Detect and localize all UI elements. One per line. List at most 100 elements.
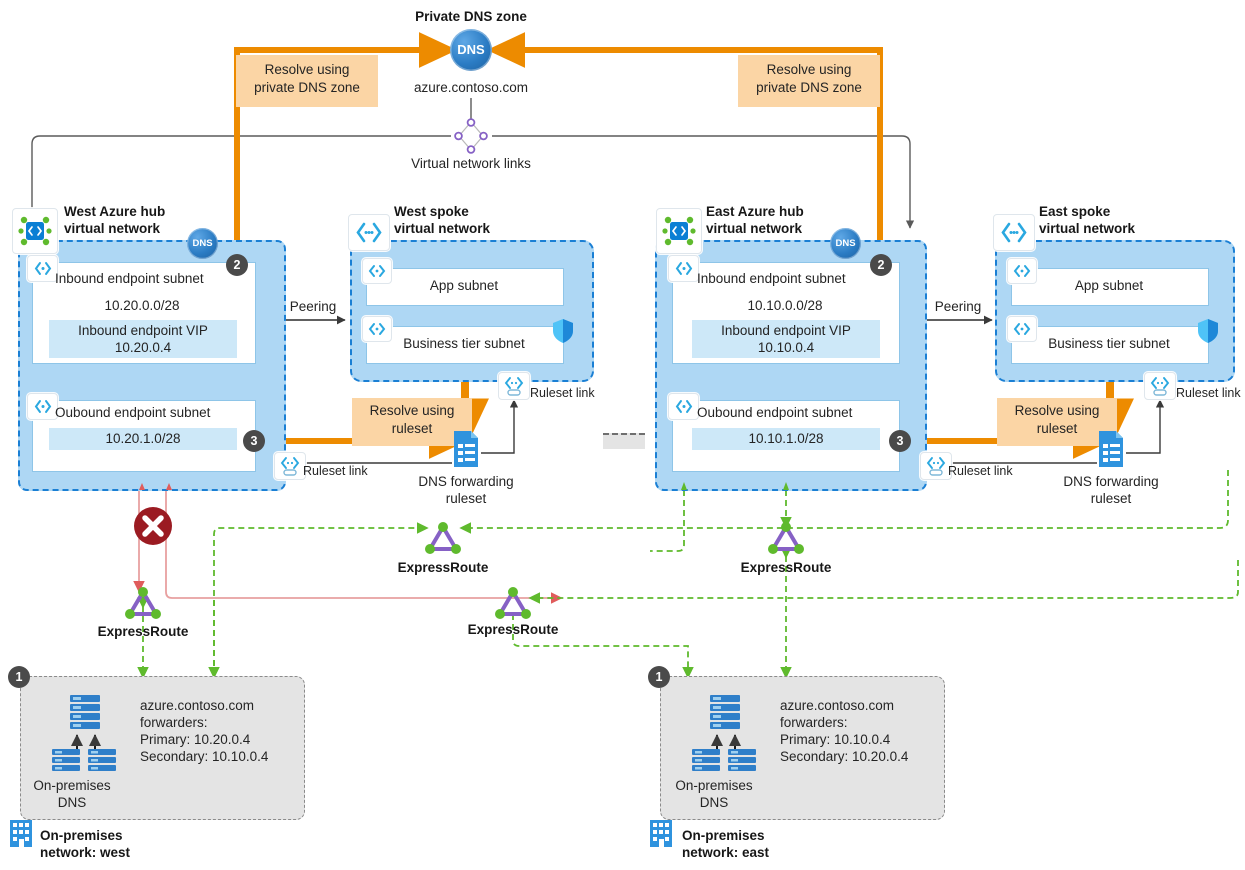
- east-outbound-cidr-box: 10.10.1.0/28: [692, 428, 880, 450]
- east-ruleset-line2: ruleset: [1090, 491, 1132, 506]
- west-inbound-vip-address: 10.20.0.4: [114, 340, 172, 355]
- onprem-east-net-line2: network: east: [682, 845, 770, 860]
- onprem-west-net-line1: On-premises: [40, 828, 123, 843]
- east-hub-vnet-icon: [656, 208, 702, 254]
- east-hub-title-line2: virtual network: [706, 221, 803, 236]
- east-hub-title-line1: East Azure hub: [706, 204, 804, 219]
- east-inbound-vip-address: 10.10.0.4: [757, 340, 815, 355]
- ruleset-banner-west-line1: Resolve using: [369, 403, 455, 418]
- east-spoke-ruleset-link-label: Ruleset link: [1176, 386, 1241, 400]
- resolve-private-zone-banner-west: Resolve using private DNS zone: [236, 55, 378, 107]
- west-outbound-cidr-box: 10.20.1.0/28: [49, 428, 237, 450]
- east-outbound-subnet-label: Oubound endpoint subnet: [697, 405, 853, 420]
- connection-blocked-icon: [134, 507, 172, 545]
- west-hub-step-badge-3: 3: [243, 430, 265, 452]
- virtual-network-links-icon: [454, 118, 488, 154]
- east-hub-step-badge-2: 2: [870, 254, 892, 276]
- west-app-subnet-label: App subnet: [429, 278, 499, 293]
- west-inbound-vip-label: Inbound endpoint VIP: [78, 323, 208, 338]
- ruleset-banner-west-line2: ruleset: [391, 421, 433, 436]
- west-outbound-subnet-label: Oubound endpoint subnet: [55, 405, 211, 420]
- expressroute-icon-east-upper: [768, 522, 804, 554]
- east-business-subnet-label: Business tier subnet: [1048, 336, 1170, 351]
- east-hub-ruleset-link-icon: [920, 452, 952, 480]
- east-dns-forwarding-ruleset-label: DNS forwarding ruleset: [1031, 473, 1191, 507]
- onprem-west-fwd-line2: forwarders:: [140, 715, 208, 730]
- onprem-west-network-label: On-premises network: west: [40, 827, 240, 861]
- onprem-west-dns-line1: On-premises: [33, 778, 111, 793]
- onprem-west-fwd-line1: azure.contoso.com: [140, 698, 255, 713]
- onprem-east-building-icon: [650, 820, 672, 847]
- onprem-west-building-icon: [10, 820, 32, 847]
- dns-zone-icon: DNS: [450, 29, 492, 71]
- west-business-subnet[interactable]: [366, 326, 564, 364]
- west-inbound-subnet-icon: [27, 255, 58, 282]
- private-dns-zone-title: Private DNS zone: [415, 9, 527, 24]
- onprem-east-dns-label: On-premises DNS: [658, 777, 770, 811]
- west-business-subnet-label: Business tier subnet: [403, 336, 525, 351]
- west-hub-title-line2: virtual network: [64, 221, 161, 236]
- west-hub-vnet-icon: [12, 208, 58, 254]
- east-dns-forwarding-ruleset-icon[interactable]: [1097, 430, 1125, 468]
- east-hub-dns-badge: DNS: [830, 228, 861, 259]
- onprem-east-fwd-line3: Primary: 10.10.0.4: [780, 732, 891, 747]
- west-hub-dns-badge-label: DNS: [192, 238, 213, 249]
- east-spoke-vnet-icon: [993, 214, 1035, 251]
- expressroute-label-east-lower: ExpressRoute: [467, 622, 559, 637]
- banner-west-line2: private DNS zone: [254, 80, 360, 95]
- ruleset-banner-east-line2: ruleset: [1036, 421, 1078, 436]
- east-inbound-vip-label: Inbound endpoint VIP: [721, 323, 851, 338]
- east-spoke-title: East spoke virtual network: [1039, 203, 1219, 237]
- west-app-subnet[interactable]: [366, 268, 564, 306]
- east-hub-ruleset-link-label: Ruleset link: [948, 464, 1013, 478]
- onprem-east-fwd-line1: azure.contoso.com: [780, 698, 895, 713]
- west-hub-title-line1: West Azure hub: [64, 204, 166, 219]
- west-hub-dns-badge: DNS: [187, 228, 218, 259]
- virtual-network-links-label: Virtual network links: [411, 156, 531, 171]
- west-dns-forwarding-ruleset-icon[interactable]: [452, 430, 480, 468]
- expressroute-icon-west-lower: [125, 587, 161, 619]
- resolve-ruleset-banner-west: Resolve using ruleset: [352, 398, 472, 446]
- east-business-subnet[interactable]: [1011, 326, 1209, 364]
- east-hub-green-arrows: [681, 482, 789, 490]
- banner-east-line1: Resolve using: [766, 62, 852, 77]
- blocked-path-arrows: [139, 483, 172, 490]
- east-ruleset-line1: DNS forwarding: [1063, 474, 1159, 489]
- east-spoke-ruleset-link-icon: [1144, 372, 1176, 400]
- west-spoke-title-line2: virtual network: [394, 221, 491, 236]
- east-inbound-subnet-icon: [668, 255, 699, 282]
- onprem-west-dns-line2: DNS: [57, 795, 87, 810]
- onprem-east-fwd-line4: Secondary: 10.20.0.4: [780, 749, 909, 764]
- east-outbound-subnet-icon: [668, 393, 699, 420]
- west-inbound-subnet-label: Inbound endpoint subnet: [55, 271, 204, 286]
- west-spoke-ruleset-link-icon: [498, 372, 530, 400]
- west-hub-ruleset-link-icon: [274, 452, 306, 480]
- east-spoke-title-line1: East spoke: [1039, 204, 1111, 219]
- east-spoke-title-line2: virtual network: [1039, 221, 1136, 236]
- onprem-west-dns-label: On-premises DNS: [16, 777, 128, 811]
- onprem-east-forwarders: azure.contoso.com forwarders: Primary: 1…: [780, 697, 950, 765]
- onprem-east-net-line1: On-premises: [682, 828, 765, 843]
- east-hub-dns-badge-label: DNS: [835, 238, 856, 249]
- east-outbound-cidr: 10.10.1.0/28: [748, 431, 824, 446]
- onprem-east-region: [660, 676, 945, 820]
- onprem-west-dns-servers-icon: [52, 695, 116, 771]
- resolve-private-zone-banner-east: Resolve using private DNS zone: [738, 55, 880, 107]
- east-business-subnet-icon: [1007, 316, 1037, 342]
- expressroute-icon-mid-upper: [425, 522, 461, 554]
- east-hub-title: East Azure hub virtual network: [706, 203, 886, 237]
- west-outbound-subnet-icon: [27, 393, 58, 420]
- east-hub-step-badge-3: 3: [889, 430, 911, 452]
- west-inbound-vip-box: Inbound endpoint VIP 10.20.0.4: [49, 320, 237, 358]
- onprem-east-dns-servers-icon: [692, 695, 756, 771]
- onprem-east-dns-line2: DNS: [699, 795, 729, 810]
- west-app-subnet-icon: [362, 258, 392, 284]
- west-spoke-title: West spoke virtual network: [394, 203, 574, 237]
- west-shield-icon: [553, 319, 573, 343]
- west-spoke-ruleset-link-label: Ruleset link: [530, 386, 595, 400]
- west-hub-step-badge-2: 2: [226, 254, 248, 276]
- banner-east-line2: private DNS zone: [756, 80, 862, 95]
- east-peering-label: Peering: [934, 299, 982, 314]
- mid-separator: [603, 433, 645, 449]
- east-app-subnet[interactable]: [1011, 268, 1209, 306]
